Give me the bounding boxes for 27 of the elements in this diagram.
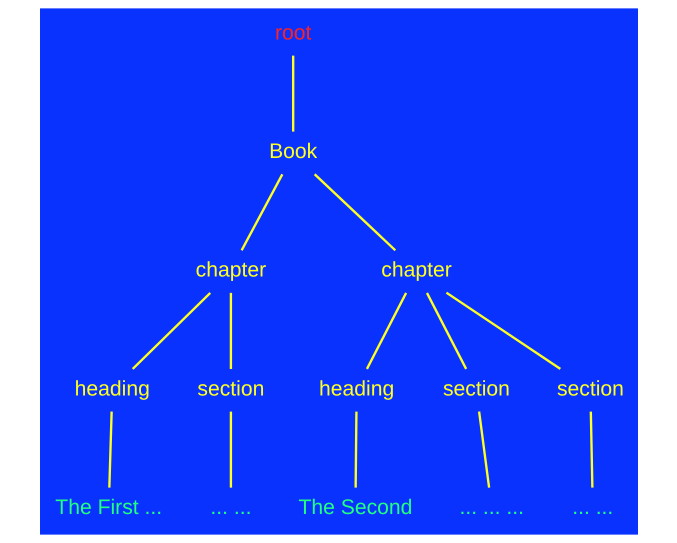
node-text: ... ... (572, 496, 613, 519)
connector (292, 56, 294, 132)
node-text: The First ... (54, 496, 162, 519)
node-text: The Second (298, 496, 412, 519)
connector (477, 411, 490, 488)
connector (365, 292, 407, 370)
node-text: ... ... ... (458, 496, 524, 519)
node-text: chapter (195, 258, 266, 282)
connector (313, 173, 396, 252)
connector (589, 412, 594, 488)
connector (445, 292, 560, 370)
node-text: section (556, 377, 624, 400)
node-text: chapter (380, 258, 452, 282)
connector (425, 292, 467, 370)
connector (108, 412, 112, 488)
connector (131, 292, 211, 370)
connector (229, 412, 232, 488)
node-text: section (196, 377, 264, 400)
connector (354, 412, 358, 488)
node-text: root (274, 21, 311, 44)
node-text: Book (268, 140, 317, 164)
node-text: ... ... (210, 496, 251, 519)
connector (240, 174, 283, 251)
node-text: heading (74, 377, 150, 400)
connector (229, 292, 232, 369)
node-text: heading (318, 377, 394, 400)
node-text: section (442, 377, 510, 400)
